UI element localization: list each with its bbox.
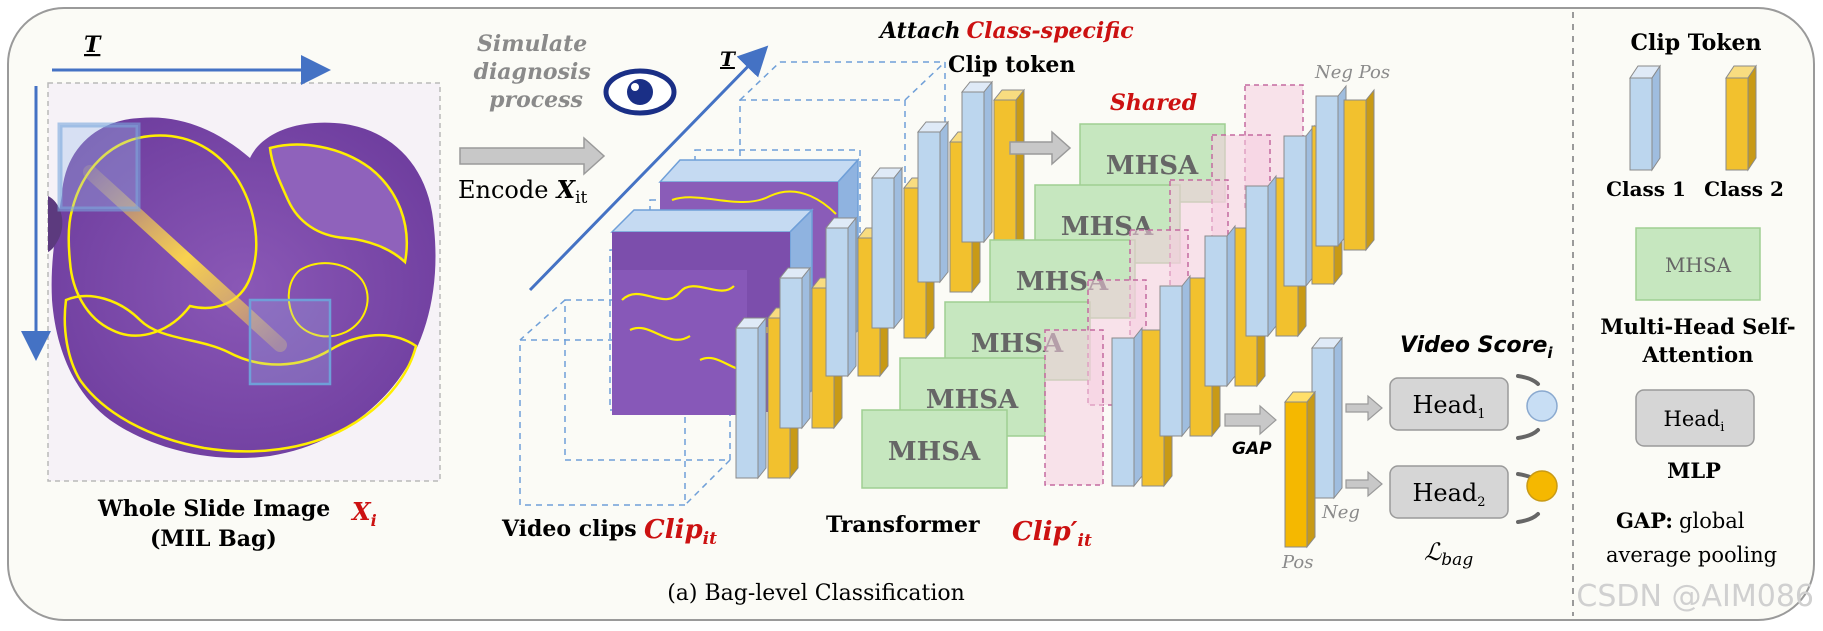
head-1: Head1	[1389, 377, 1509, 431]
transformed-tokens	[1111, 84, 1375, 488]
head1-arrow	[1345, 394, 1383, 422]
clip-tokens	[734, 80, 1026, 480]
tumor-contour-1	[67, 134, 258, 337]
tumor-contour-2	[63, 294, 418, 453]
loss-label: ℒbag	[1424, 538, 1473, 570]
legend-mhsa-box	[1635, 227, 1761, 301]
head-2: Head2	[1389, 465, 1509, 519]
eye-icon	[603, 68, 677, 116]
tissue-lobe	[268, 143, 409, 265]
encode-arrow	[459, 136, 606, 176]
score-neg-icon	[1526, 390, 1558, 422]
legend-gap-line-1: GAP:global	[1616, 508, 1745, 533]
clip-time-axis	[528, 45, 769, 292]
legend-class1-token	[1629, 64, 1661, 172]
mhsa-block: MHSA	[861, 409, 1008, 489]
scan-window-start	[57, 122, 141, 212]
wsi-title: Whole Slide Image	[97, 496, 330, 522]
time-axis-label: T	[84, 32, 102, 58]
legend-title: Clip Token	[1630, 30, 1761, 56]
legend-mlp-label: MLP	[1667, 458, 1721, 483]
shared-label: Shared	[1110, 90, 1197, 116]
score-pos-icon	[1526, 470, 1558, 502]
legend-mhsa-desc-1: Multi-Head Self-	[1600, 314, 1795, 339]
gap-label: GAP	[1232, 439, 1272, 459]
figure-caption: (a) Bag-level Classification	[667, 581, 965, 606]
legend-class2-token	[1725, 64, 1757, 172]
legend-mhsa-box-label: MHSA	[1665, 253, 1732, 277]
neg-pos-label: Neg Pos	[1314, 62, 1390, 83]
svg-text:MHSA: MHSA	[1106, 151, 1199, 181]
pos-token-label: Pos	[1281, 552, 1313, 573]
legend-mhsa-desc-2: Attention	[1642, 342, 1754, 367]
scan-window-end	[248, 298, 332, 386]
to-transformer-arrow	[1009, 130, 1072, 166]
legend-class2-label: Class 2	[1704, 177, 1784, 201]
legend-gap-line-2: average pooling	[1606, 543, 1777, 567]
svg-text:MHSA: MHSA	[888, 437, 981, 467]
svg-text:Head2: Head2	[1412, 479, 1485, 510]
transformer-label: Transformer	[826, 512, 980, 538]
scan-path	[83, 165, 287, 352]
legend-head-box-label: Headi	[1664, 407, 1725, 435]
wsi-subtitle: (MIL Bag)	[150, 526, 277, 552]
whole-slide-image: T	[21, 32, 441, 482]
svg-text:Head1: Head1	[1412, 391, 1485, 422]
wsi-variable: Xi	[350, 497, 377, 530]
legend-head-box	[1635, 389, 1755, 447]
clip-prime-variable: Clip′it	[1012, 517, 1092, 551]
gap-arrow	[1224, 404, 1277, 436]
video-clips-label: Video clips	[501, 516, 637, 542]
pooled-tokens	[1283, 336, 1344, 549]
clip-time-axis-label: T	[720, 47, 737, 71]
tumor-contour-3	[287, 262, 369, 338]
simulate-label: Simulate diagnosis process	[474, 31, 599, 113]
neg-token-label: Neg	[1321, 502, 1360, 523]
legend: Clip Token Class 1 Class 2 MHSA Multi-He…	[1600, 30, 1795, 567]
watermark: CSDN @AIM086	[1576, 579, 1814, 614]
head2-arrow	[1345, 470, 1383, 498]
clip-token-label: Clip token	[948, 52, 1075, 78]
legend-class1-label: Class 1	[1606, 177, 1686, 201]
clip-variable: Clipit	[644, 515, 717, 549]
video-score-label: Video Scorei	[1400, 333, 1553, 362]
